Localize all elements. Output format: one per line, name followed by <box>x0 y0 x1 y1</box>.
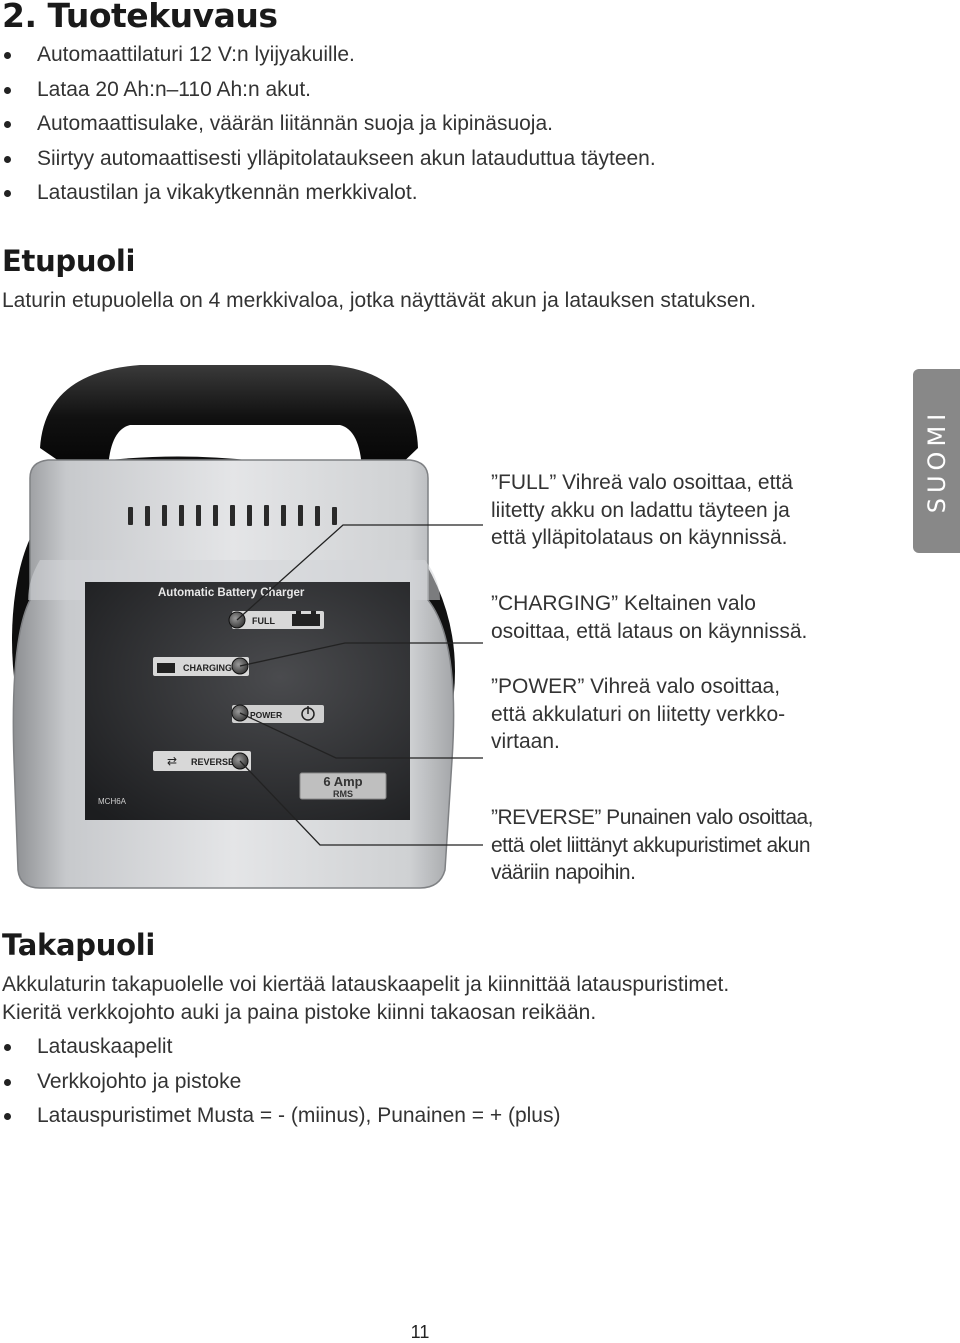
model-number: MCH6A <box>98 797 127 806</box>
language-tab-label: SUOMI <box>922 408 951 514</box>
power-plate <box>232 705 324 723</box>
list-item: Latauspuristimet Musta = - (miinus), Pun… <box>0 1099 560 1134</box>
back-heading: Takapuoli <box>2 928 155 962</box>
callout-charging: ”CHARGING” Keltainen valo osoittaa, että… <box>491 592 808 643</box>
reverse-label: REVERSE <box>191 757 234 767</box>
list-item: Siirtyy automaattisesti ylläpitolataukse… <box>0 142 656 177</box>
callout-leaders <box>236 524 483 846</box>
back-parts-list: Latauskaapelit Verkkojohto ja pistoke La… <box>0 1030 560 1134</box>
charger-illustration: Automatic Battery Charger FULL CHARGING … <box>12 365 483 889</box>
list-item: Lataustilan ja vikakytkennän merkkivalot… <box>0 176 656 211</box>
list-item: Lataa 20 Ah:n–110 Ah:n akut. <box>0 73 656 108</box>
battery-icon <box>292 614 320 626</box>
list-item: Verkkojohto ja pistoke <box>0 1065 560 1100</box>
list-item: Latauskaapelit <box>0 1030 560 1065</box>
reverse-plate <box>153 751 251 771</box>
section-heading: 2. Tuotekuvaus <box>2 0 278 35</box>
feature-list: Automaattilaturi 12 V:n lyijyakuille. La… <box>0 38 656 211</box>
front-heading: Etupuoli <box>2 244 136 278</box>
callout-full: ”FULL” Vihreä valo osoittaa, että liitet… <box>491 471 793 549</box>
reverse-arrows-icon: ⇄ <box>167 754 177 768</box>
amp-rating: 6 Amp <box>323 774 362 789</box>
back-description: Akkulaturin takapuolelle voi kiertää lat… <box>2 973 730 1024</box>
power-label: POWER <box>250 710 282 720</box>
panel-title: Automatic Battery Charger <box>158 587 305 599</box>
list-item: Automaattilaturi 12 V:n lyijyakuille. <box>0 38 656 73</box>
amp-plate <box>299 772 387 800</box>
page-number: 11 <box>410 1322 430 1342</box>
vent-slots <box>128 505 337 526</box>
language-tab: SUOMI <box>913 369 960 553</box>
carry-handle <box>40 365 418 470</box>
battery-icon <box>157 663 175 673</box>
amp-rms: RMS <box>333 789 353 799</box>
front-description: Laturin etupuolella on 4 merkkivaloa, jo… <box>2 289 757 312</box>
full-label: FULL <box>252 616 275 626</box>
callout-reverse: ”REVERSE” Punainen valo osoittaa, että o… <box>491 806 814 884</box>
callout-power: ”POWER” Vihreä valo osoittaa, että akkul… <box>491 675 786 753</box>
charging-plate <box>153 657 249 676</box>
list-item: Automaattisulake, väärän liitännän suoja… <box>0 107 656 142</box>
charging-label: CHARGING <box>183 663 232 673</box>
